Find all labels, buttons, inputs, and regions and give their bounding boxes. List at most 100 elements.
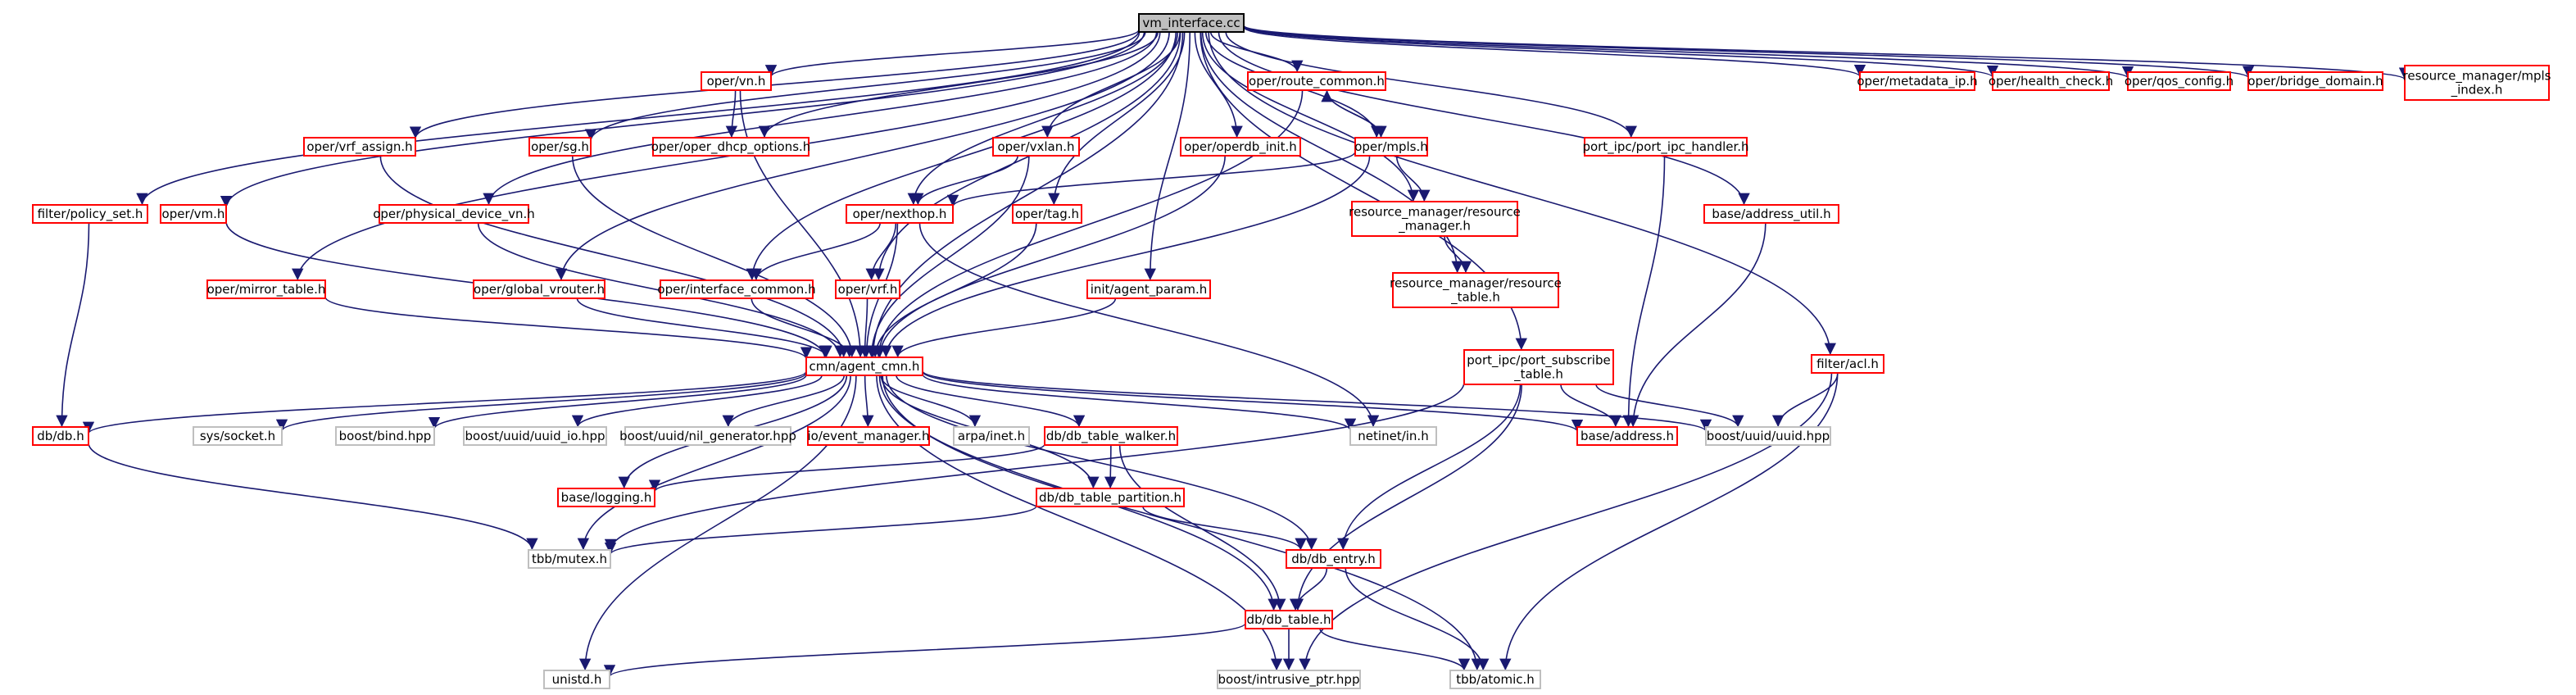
node-oper-vxlan[interactable]: oper/vxlan.h xyxy=(992,137,1080,157)
node-filter-acl[interactable]: filter/acl.h xyxy=(1811,354,1884,374)
node-box xyxy=(1992,71,2110,91)
edge-oper_vxlan-to-oper_nexthop xyxy=(912,155,1018,206)
node-oper-operdb-init[interactable]: oper/operdb_init.h xyxy=(1180,137,1301,157)
edge-root-to-oper_qos_config xyxy=(1243,25,2134,79)
edge-db_entry-to-db_table xyxy=(1289,567,1328,611)
node-oper-tag[interactable]: oper/tag.h xyxy=(1012,204,1082,224)
node-oper-vrf-assign[interactable]: oper/vrf_assign.h xyxy=(303,137,416,157)
edge-cmn_agent_cmn-to-base_address xyxy=(922,370,1583,433)
edge-port_subscribe_table-to-tbb_mutex xyxy=(604,381,1465,552)
node-box xyxy=(528,137,592,157)
node-box xyxy=(1012,204,1082,224)
edge-cmn_agent_cmn-to-netinet_in xyxy=(922,373,1356,431)
node-box xyxy=(160,204,227,224)
node-oper-mirror-table[interactable]: oper/mirror_table.h xyxy=(206,279,326,299)
node-box xyxy=(660,279,814,299)
edge-root-to-base_address_util xyxy=(1218,31,1750,206)
node-base-address[interactable]: base/address.h xyxy=(1576,426,1678,446)
edge-cmn_agent_cmn-to-unistd xyxy=(578,375,857,671)
node-sys-socket: sys/socket.h xyxy=(193,426,283,446)
node-oper-bridge-domain[interactable]: oper/bridge_domain.h xyxy=(2247,71,2383,91)
node-oper-sg[interactable]: oper/sg.h xyxy=(528,137,592,157)
node-tbb-atomic: tbb/atomic.h xyxy=(1449,670,1541,689)
node-io-event-manager[interactable]: io/event_manager.h xyxy=(807,426,930,446)
node-label: oper/oper_dhcp_options.h xyxy=(651,139,811,155)
node-init-agent-param[interactable]: init/agent_param.h xyxy=(1086,279,1211,299)
node-box xyxy=(1086,279,1211,299)
edge-oper_interface_common-to-cmn_agent_cmn xyxy=(751,298,855,358)
node-label: oper/vrf_assign.h xyxy=(306,139,412,155)
edge-filter_acl-to-boost_uuid xyxy=(1771,372,1839,428)
node-label: oper/interface_common.h xyxy=(657,282,815,298)
node-box xyxy=(1449,670,1541,689)
node-label: resource_manager/resource xyxy=(1349,205,1521,220)
node-oper-physical-device-vn[interactable]: oper/physical_device_vn.h xyxy=(373,204,535,224)
edge-oper_vn-to-cmn_agent_cmn xyxy=(739,89,867,358)
node-label: oper/metadata_ip.h xyxy=(1857,74,1977,89)
node-oper-nexthop[interactable]: oper/nexthop.h xyxy=(846,204,954,224)
node-box xyxy=(543,670,610,689)
node-rm-resource-manager[interactable]: resource_manager/resource_manager.h xyxy=(1349,201,1521,237)
node-oper-interface-common[interactable]: oper/interface_common.h xyxy=(657,279,816,299)
node-oper-global-vrouter[interactable]: oper/global_vrouter.h xyxy=(473,279,605,299)
node-box xyxy=(1217,670,1361,689)
edge-db_table_partition-to-db_entry xyxy=(1142,506,1307,551)
node-box xyxy=(807,426,930,446)
edge-rm_resource_manager-to-rm_resource_table xyxy=(1444,235,1472,274)
node-oper-mpls[interactable]: oper/mpls.h xyxy=(1354,137,1428,157)
node-label: tbb/atomic.h xyxy=(1456,672,1535,687)
node-box xyxy=(379,204,529,224)
edge-db_table_partition-to-tbb_mutex xyxy=(605,505,1037,556)
node-oper-qos-config[interactable]: oper/qos_config.h xyxy=(2125,71,2234,91)
edge-oper_tag-to-cmn_agent_cmn xyxy=(869,222,1037,358)
node-filter-policy-set[interactable]: filter/policy_set.h xyxy=(32,204,148,224)
edge-port_subscribe_table-to-db_table xyxy=(1291,384,1522,611)
edge-cmn_agent_cmn-to-boost_uuid xyxy=(922,370,1712,432)
node-db-db[interactable]: db/db.h xyxy=(32,426,89,446)
node-label: filter/policy_set.h xyxy=(38,207,143,222)
node-db-table[interactable]: db/db_table.h xyxy=(1245,610,1333,629)
node-oper-metadata-ip[interactable]: oper/metadata_ip.h xyxy=(1857,71,1978,91)
node-box xyxy=(2127,71,2231,91)
node-db-entry[interactable]: db/db_entry.h xyxy=(1286,549,1381,569)
node-unistd: unistd.h xyxy=(543,670,610,689)
node-box xyxy=(1036,488,1185,507)
node-rm-resource-table[interactable]: resource_manager/resource_table.h xyxy=(1390,272,1562,308)
node-box xyxy=(846,204,954,224)
node-label: base/address.h xyxy=(1581,429,1674,443)
node-root[interactable]: vm_interface.cc xyxy=(1138,13,1245,33)
edge-cmn_agent_cmn-to-db_entry xyxy=(886,375,1317,551)
edge-root-to-rm_resource_manager xyxy=(1201,31,1420,202)
node-box xyxy=(1138,13,1245,33)
node-base-logging[interactable]: base/logging.h xyxy=(557,488,655,507)
node-box xyxy=(1286,549,1381,569)
edge-oper_vn-to-oper_dhcp_options xyxy=(725,89,738,139)
node-rm-mpls-index[interactable]: resource_manager/mpls_index.h xyxy=(2403,65,2551,101)
node-label: oper/sg.h xyxy=(531,139,589,154)
node-oper-dhcp-options[interactable]: oper/oper_dhcp_options.h xyxy=(651,137,811,157)
node-label: boost/uuid/uuid_io.hpp xyxy=(465,429,605,444)
edge-db_entry-to-tbb_atomic xyxy=(1345,567,1490,671)
node-cmn-agent-cmn[interactable]: cmn/agent_cmn.h xyxy=(805,357,923,376)
node-oper-route-common[interactable]: oper/route_common.h xyxy=(1247,71,1386,91)
edge-db_table_walker-to-base_logging xyxy=(649,443,1045,493)
node-db-table-walker[interactable]: db/db_table_walker.h xyxy=(1044,426,1178,446)
node-base-address-util[interactable]: base/address_util.h xyxy=(1703,204,1839,224)
edge-root-to-oper_health_check xyxy=(1243,25,1998,78)
node-oper-vm[interactable]: oper/vm.h xyxy=(160,204,227,224)
node-port-subscribe-table[interactable]: port_ipc/port_subscribe_table.h xyxy=(1463,349,1614,385)
node-oper-vn[interactable]: oper/vn.h xyxy=(701,71,772,91)
node-label: oper/bridge_domain.h xyxy=(2247,74,2383,89)
node-box xyxy=(2404,65,2550,101)
edge-cmn_agent_cmn-to-tbb_mutex xyxy=(577,375,851,551)
dependency-edges xyxy=(56,25,2410,678)
node-oper-vrf[interactable]: oper/vrf.h xyxy=(835,279,900,299)
edge-oper_nexthop-to-oper_vrf xyxy=(865,222,897,281)
node-label: init/agent_param.h xyxy=(1091,282,1208,298)
node-port-ipc-handler[interactable]: port_ipc/port_ipc_handler.h xyxy=(1582,137,1749,157)
node-db-table-partition[interactable]: db/db_table_partition.h xyxy=(1036,488,1185,507)
node-label: base/address_util.h xyxy=(1712,207,1830,222)
node-oper-health-check[interactable]: oper/health_check.h xyxy=(1989,71,2113,91)
node-box xyxy=(463,426,607,446)
edge-oper_vrf_assign-to-cmn_agent_cmn xyxy=(379,155,850,358)
